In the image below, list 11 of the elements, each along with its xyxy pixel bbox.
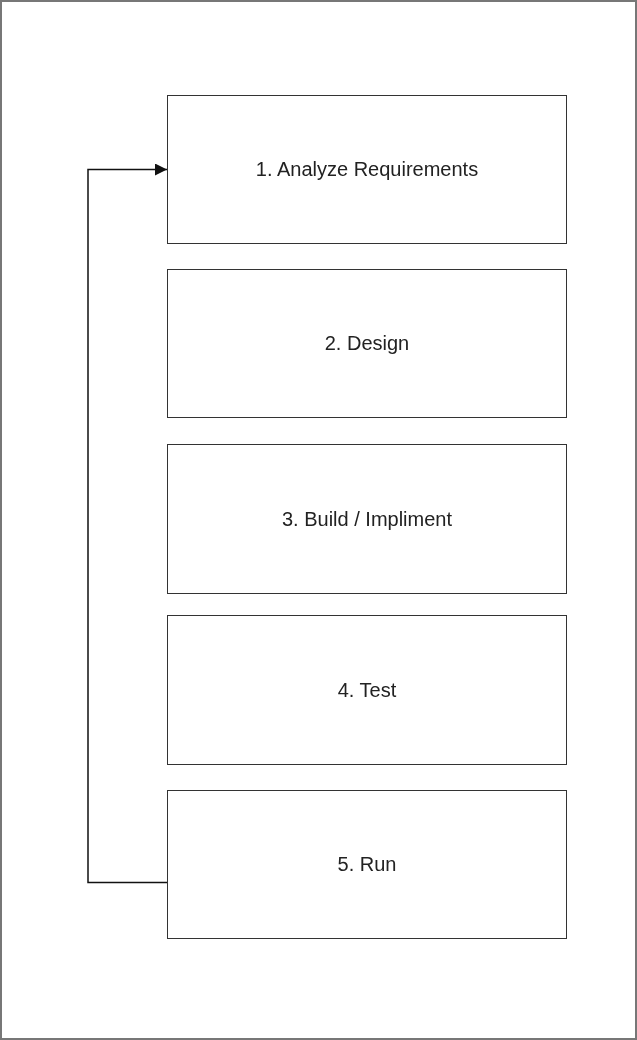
- step-label: 4. Test: [337, 678, 397, 702]
- process-box: [167, 95, 567, 244]
- process-box: [167, 615, 567, 765]
- step-label: 1. Analyze Requirements: [255, 158, 479, 181]
- step-label: 3. Build / Impliment: [281, 507, 453, 531]
- step-label: 5. Run: [337, 853, 397, 876]
- feedback-arrow: [87, 163, 168, 884]
- process-box: [167, 790, 567, 939]
- process-box: [167, 444, 567, 594]
- process-box: [167, 269, 567, 418]
- step-label: 2. Design: [324, 332, 410, 355]
